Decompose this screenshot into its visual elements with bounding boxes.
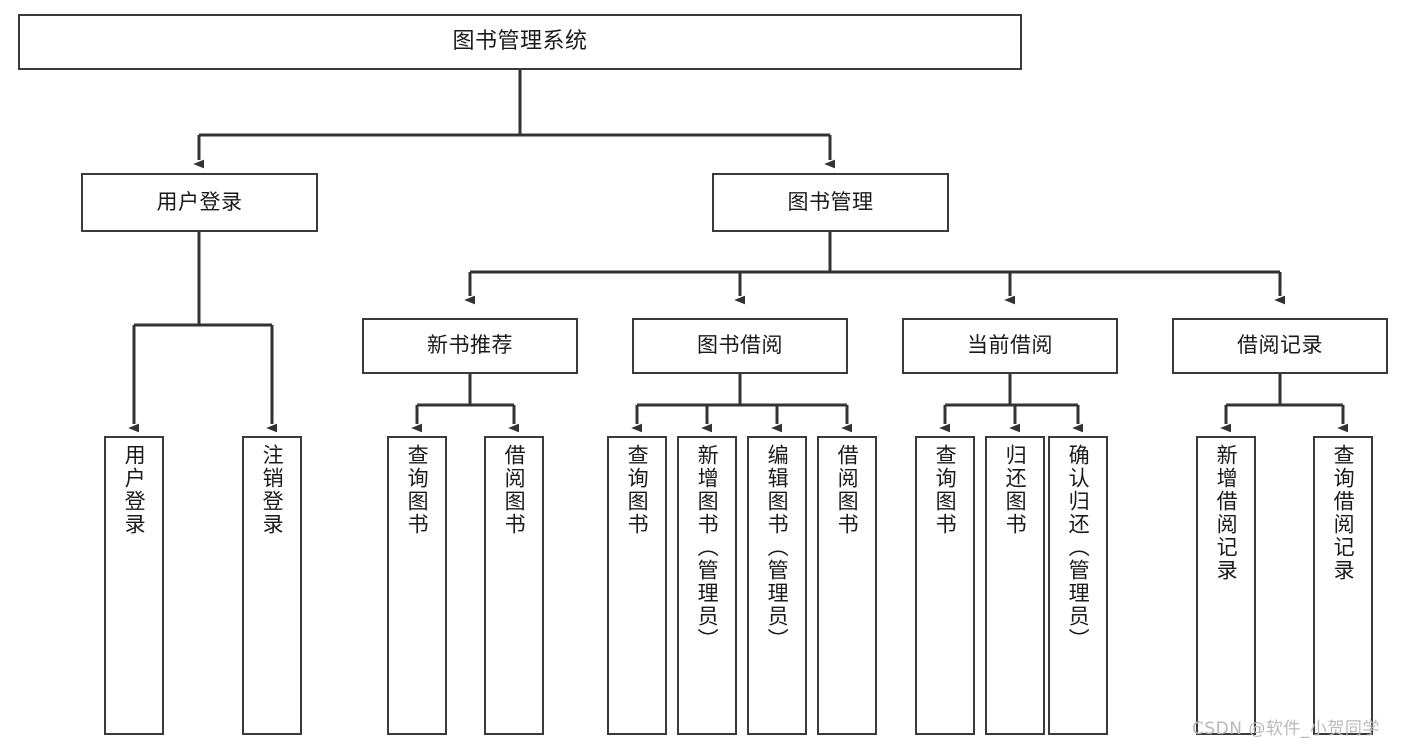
node-label: 用户登录 — [122, 444, 147, 536]
node-label: 编辑图书（管理员） — [765, 444, 790, 651]
leaf-current-borrow-query[interactable]: 查询图书 — [915, 436, 975, 735]
node-label: 图书管理 — [787, 189, 874, 214]
node-borrow-record[interactable]: 借阅记录 — [1172, 318, 1388, 374]
node-book-management[interactable]: 图书管理 — [712, 173, 949, 232]
leaf-current-borrow-return[interactable]: 归还图书 — [985, 436, 1045, 735]
node-label: 注销登录 — [260, 444, 285, 536]
node-label: 确认归还（管理员） — [1066, 444, 1091, 651]
node-label: 用户登录 — [156, 189, 243, 214]
node-label: 借阅图书 — [502, 444, 527, 536]
leaf-book-borrow-add[interactable]: 新增图书（管理员） — [677, 436, 737, 735]
node-user-login[interactable]: 用户登录 — [81, 173, 318, 232]
leaf-new-book-borrow[interactable]: 借阅图书 — [484, 436, 544, 735]
node-label: 查询图书 — [625, 444, 650, 536]
node-label: 查询图书 — [405, 444, 430, 536]
node-label: 图书借阅 — [697, 333, 783, 358]
node-label: 当前借阅 — [967, 333, 1053, 358]
node-label: 新增借阅记录 — [1214, 444, 1239, 582]
node-root-system[interactable]: 图书管理系统 — [18, 14, 1022, 70]
leaf-current-borrow-confirm-return[interactable]: 确认归还（管理员） — [1048, 436, 1108, 735]
node-label: 查询图书 — [933, 444, 958, 536]
node-book-borrow[interactable]: 图书借阅 — [632, 318, 848, 374]
leaf-book-borrow-query[interactable]: 查询图书 — [607, 436, 667, 735]
leaf-user-login-logout[interactable]: 注销登录 — [242, 436, 302, 735]
node-current-borrow[interactable]: 当前借阅 — [902, 318, 1118, 374]
node-label: 借阅图书 — [835, 444, 860, 536]
node-label: 图书管理系统 — [452, 28, 588, 54]
node-label: 借阅记录 — [1237, 333, 1323, 358]
node-new-book-recommend[interactable]: 新书推荐 — [362, 318, 578, 374]
node-label: 查询借阅记录 — [1331, 444, 1356, 582]
leaf-borrow-record-add[interactable]: 新增借阅记录 — [1196, 436, 1256, 735]
leaf-borrow-record-query[interactable]: 查询借阅记录 — [1313, 436, 1373, 735]
node-label: 新书推荐 — [427, 333, 513, 358]
node-label: 归还图书 — [1003, 444, 1028, 536]
watermark: CSDN @软件_小贺同学 — [1192, 719, 1380, 739]
leaf-user-login-login[interactable]: 用户登录 — [104, 436, 164, 735]
leaf-new-book-query[interactable]: 查询图书 — [387, 436, 447, 735]
leaf-book-borrow-borrow[interactable]: 借阅图书 — [817, 436, 877, 735]
node-label: 新增图书（管理员） — [695, 444, 720, 651]
leaf-book-borrow-edit[interactable]: 编辑图书（管理员） — [747, 436, 807, 735]
